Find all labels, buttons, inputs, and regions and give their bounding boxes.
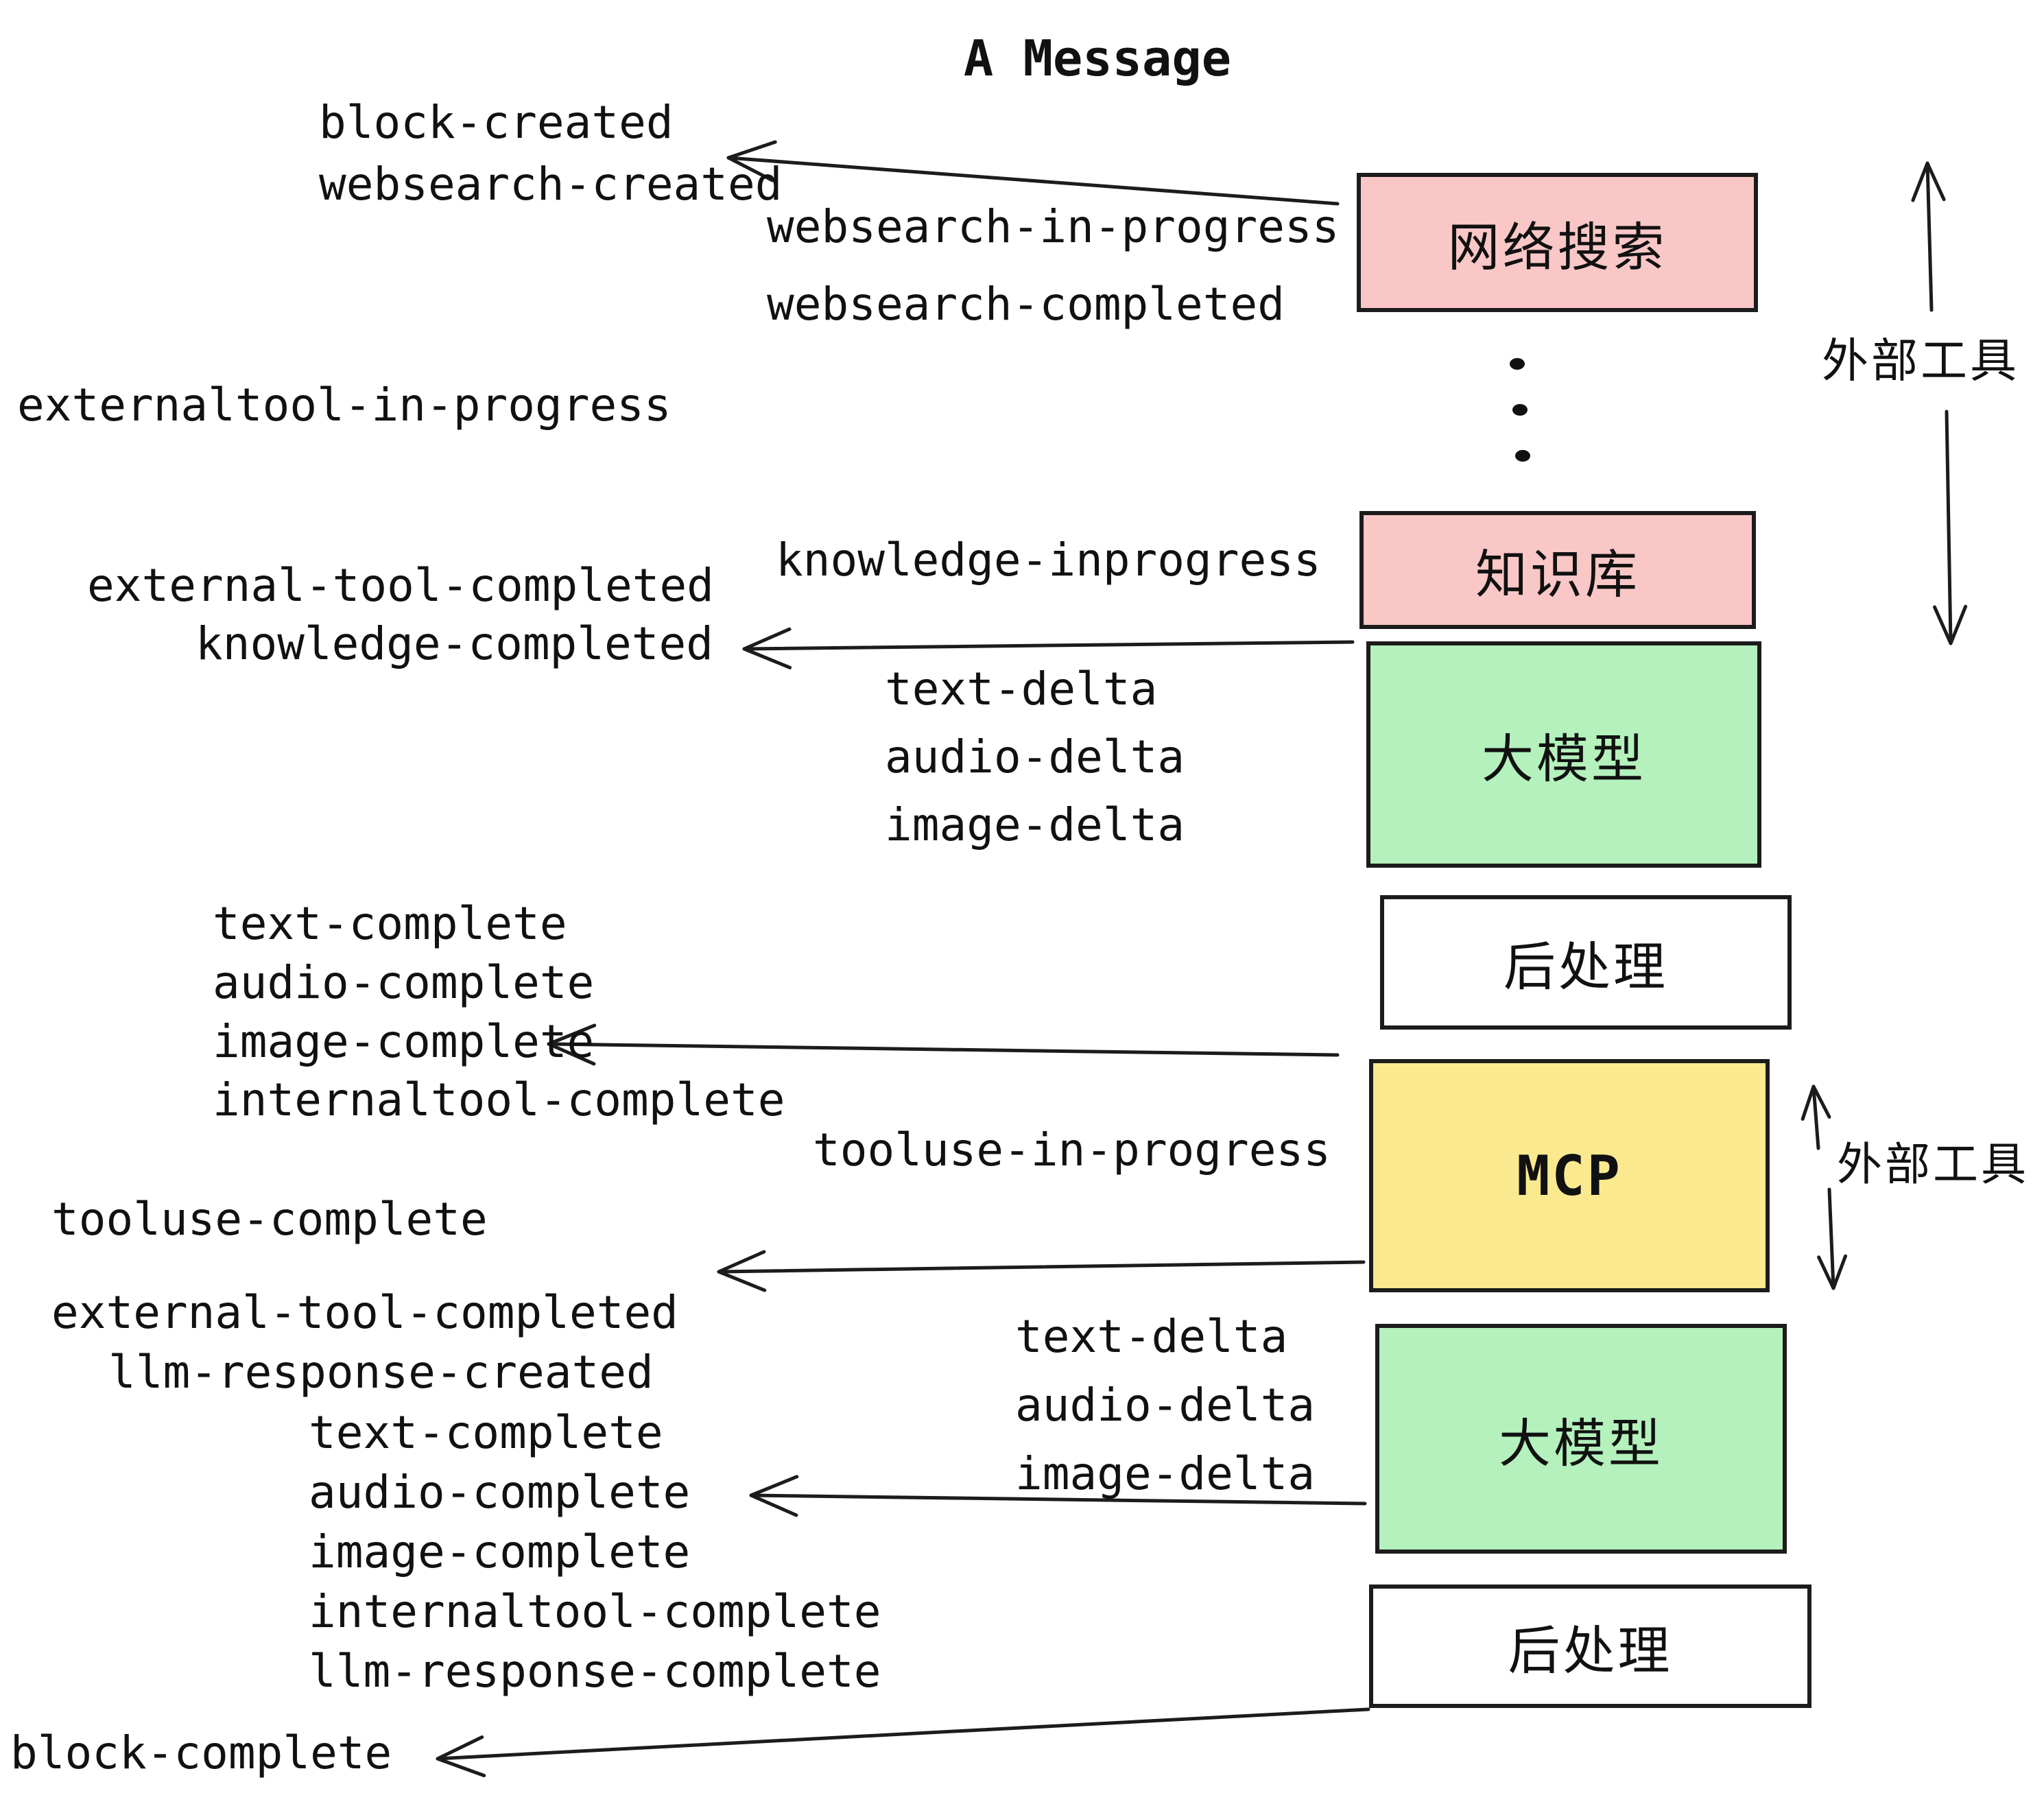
event-label-tooluse-in-progress: tooluse-in-progress xyxy=(813,1123,1331,1176)
arrow-post2-to-block-complete xyxy=(436,1707,1370,1777)
event-label-llm-response-created: llm-response-created xyxy=(108,1345,654,1399)
event-label-image-complete-2: image-complete xyxy=(309,1525,691,1578)
node-mcp: MCP xyxy=(1369,1059,1770,1292)
node-llm-2: 大模型 xyxy=(1375,1324,1787,1554)
arrow-llm1-to-knowledge-completed xyxy=(742,627,1355,669)
node-postprocess-2-label: 后处理 xyxy=(1508,1620,1673,1681)
node-llm-2-label: 大模型 xyxy=(1499,1412,1663,1474)
ellipsis-dot xyxy=(1510,358,1525,370)
event-label-websearch-in-progress: websearch-in-progress xyxy=(767,200,1340,253)
event-label-image-delta-1: image-delta xyxy=(885,798,1185,851)
arrow-external-tools-up xyxy=(1911,161,1946,312)
arrow-post1-to-image-complete xyxy=(547,1023,1340,1066)
event-label-llm-response-complete: llm-response-complete xyxy=(309,1644,881,1698)
node-mcp-label: MCP xyxy=(1517,1143,1622,1208)
arrow-mcp-external-up xyxy=(1801,1084,1831,1150)
side-label-external-tools-top: 外部工具 xyxy=(1822,334,2020,389)
node-websearch: 网络搜索 xyxy=(1357,173,1758,312)
event-label-audio-delta-2: audio-delta xyxy=(1015,1378,1316,1432)
event-label-text-delta-2: text-delta xyxy=(1015,1309,1288,1363)
event-label-audio-complete-1: audio-complete xyxy=(213,956,595,1009)
arrow-websearch-to-block-created xyxy=(726,140,1340,206)
event-label-internaltool-complete-2: internaltool-complete xyxy=(309,1585,881,1638)
node-knowledge-label: 知识库 xyxy=(1475,544,1640,605)
arrow-external-tools-down xyxy=(1932,410,1968,645)
event-label-external-tool-completed-1: external-tool-completed xyxy=(87,558,714,612)
event-label-websearch-created: websearch-created xyxy=(319,157,783,211)
event-label-text-complete-1: text-complete xyxy=(213,897,567,950)
event-label-websearch-completed: websearch-completed xyxy=(767,277,1285,331)
event-label-text-complete-2: text-complete xyxy=(309,1405,663,1459)
node-knowledge: 知识库 xyxy=(1359,511,1756,629)
event-label-internaltool-complete-1: internaltool-complete xyxy=(213,1073,785,1126)
side-label-external-tools-mcp: 外部工具 xyxy=(1837,1138,2029,1191)
node-postprocess-1: 后处理 xyxy=(1380,895,1792,1030)
event-label-externaltool-in-progress: externaltool-in-progress xyxy=(17,378,672,431)
node-websearch-label: 网络搜索 xyxy=(1447,216,1667,278)
event-label-image-delta-2: image-delta xyxy=(1015,1447,1316,1500)
event-label-image-complete-1: image-complete xyxy=(213,1014,595,1068)
event-label-tooluse-complete: tooluse-complete xyxy=(51,1192,488,1246)
node-postprocess-1-label: 后处理 xyxy=(1504,936,1668,997)
event-label-external-tool-completed-2: external-tool-completed xyxy=(51,1285,678,1339)
arrow-llm2-to-audio-complete xyxy=(749,1475,1367,1517)
diagram-title: A Message xyxy=(963,29,1232,87)
arrow-mcp-external-down xyxy=(1817,1187,1848,1290)
node-postprocess-2: 后处理 xyxy=(1369,1585,1811,1708)
event-label-audio-delta-1: audio-delta xyxy=(885,730,1185,783)
event-label-block-created: block-created xyxy=(319,95,674,149)
event-label-text-delta-1: text-delta xyxy=(885,662,1158,715)
event-label-knowledge-inprogress: knowledge-inprogress xyxy=(776,533,1321,586)
node-llm-1-label: 大模型 xyxy=(1482,728,1646,790)
event-label-block-complete: block-complete xyxy=(10,1726,392,1779)
ellipsis-dot xyxy=(1512,404,1528,416)
event-label-audio-complete-2: audio-complete xyxy=(309,1465,691,1519)
event-label-knowledge-completed: knowledge-completed xyxy=(195,617,713,670)
ellipsis-dot xyxy=(1515,450,1530,462)
arrow-mcp-to-tooluse-complete xyxy=(717,1250,1366,1292)
node-llm-1: 大模型 xyxy=(1366,641,1761,868)
